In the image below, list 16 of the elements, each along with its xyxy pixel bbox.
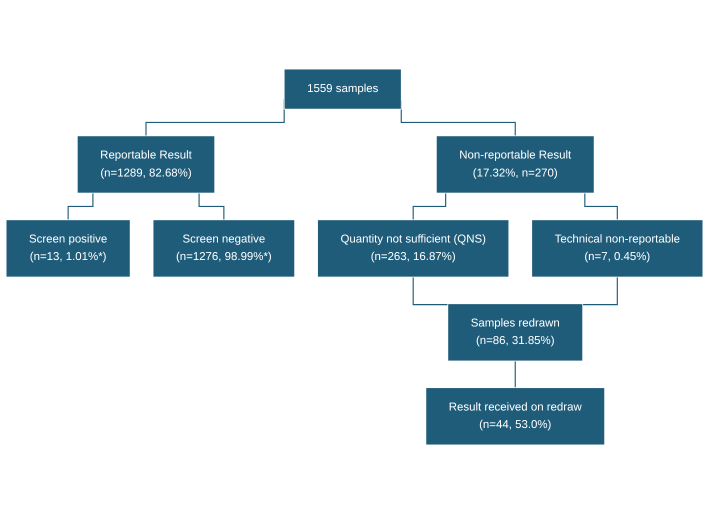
node-box: 1559 samples — [284, 68, 402, 110]
node-box: Technical non-reportable (n=7, 0.45%) — [531, 219, 704, 278]
node-box: Non-reportable Result (17.32%, n=270) — [436, 135, 595, 194]
node-box: Samples redrawn (n=86, 31.85%) — [447, 303, 584, 362]
connector — [198, 193, 224, 220]
connector — [514, 360, 516, 388]
connector — [412, 277, 448, 306]
node-box: Screen negative (n=1276, 98.99%*) — [152, 219, 296, 278]
connector — [412, 193, 446, 220]
connector — [68, 193, 94, 220]
node-box: Result received on redraw (n=44, 53.0%) — [425, 387, 606, 446]
connector — [584, 193, 618, 220]
node-box: Reportable Result (n=1289, 82.68%) — [76, 135, 216, 194]
node-box: Screen positive (n=13, 1.01%*) — [6, 219, 131, 278]
node-box: Quantity not sufficient (QNS) (n=263, 16.87%) — [317, 219, 510, 278]
connector — [582, 277, 618, 306]
